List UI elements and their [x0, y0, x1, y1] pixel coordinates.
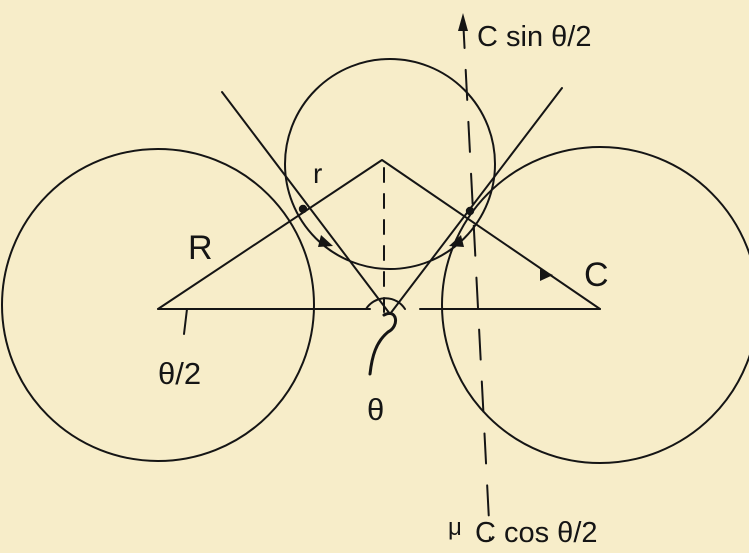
right-tangent-line — [389, 87, 563, 315]
angle-pointer-curve — [368, 311, 397, 376]
left-contact-point — [298, 204, 308, 214]
small-center-circle — [284, 58, 496, 270]
force-dashed-line — [462, 17, 491, 541]
contact-force-label: C — [584, 256, 609, 294]
left-tangent-line — [221, 91, 391, 315]
small-radius-label: r — [313, 158, 322, 189]
large-left-circle — [1, 148, 315, 462]
large-radius-label: R — [188, 229, 213, 267]
half-angle-label: θ/2 — [158, 356, 201, 391]
angle-label: θ — [367, 392, 384, 427]
mu-label: μ — [448, 514, 462, 541]
right-contact-point — [465, 206, 475, 216]
contact-force-arrow — [540, 269, 553, 281]
force-down-label: C cos θ/2 — [475, 517, 598, 549]
half-angle-marker — [183, 308, 188, 335]
left-contact-arrow — [318, 235, 333, 247]
force-arrow-up — [458, 13, 468, 31]
right-contact-arrow — [449, 235, 464, 247]
angle-arc — [365, 297, 406, 310]
large-right-circle — [441, 146, 749, 464]
force-up-label: C sin θ/2 — [477, 21, 591, 53]
center-triangle-sides — [157, 159, 601, 310]
